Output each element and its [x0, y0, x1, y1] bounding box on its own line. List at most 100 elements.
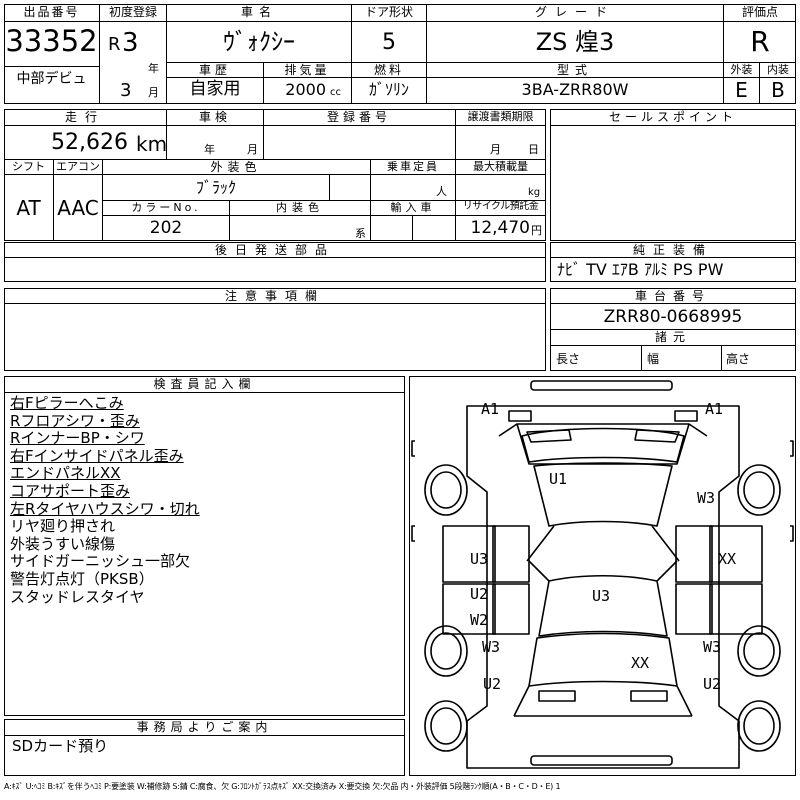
max-load-label: 最大積載量	[473, 160, 528, 173]
chassis-label: 車台番号	[634, 289, 711, 303]
doors: 5	[382, 30, 396, 55]
mark-xx-right: XX	[718, 550, 737, 568]
ac-label: エアコン	[56, 160, 100, 173]
lot-no: 33352	[5, 24, 98, 58]
note-line: 右Fピラーへこみ	[10, 394, 124, 412]
inspection-year-unit: 年	[204, 143, 215, 156]
car-name-label: 車名	[240, 5, 277, 19]
header-table	[4, 4, 796, 104]
mark-a1-right: A1	[705, 400, 724, 418]
shift-label: シフト	[12, 160, 45, 173]
parts-later-box	[4, 242, 546, 282]
caution-box	[4, 288, 546, 371]
height-label: 高さ	[726, 352, 751, 366]
width-label: 幅	[647, 352, 660, 366]
note-line: リヤ廻り押され	[10, 517, 116, 536]
lot-no-label: 出品番号	[23, 5, 80, 19]
note-line: 警告灯点灯（PKSB）	[10, 569, 154, 588]
capacity-label: 乗車定員	[387, 160, 439, 173]
inspector-box	[4, 376, 405, 716]
history-label: 車歴	[198, 63, 231, 77]
caution-label: 注意事項欄	[224, 289, 325, 303]
mark-u2-rear-left: U2	[483, 675, 502, 693]
year-unit: 年	[148, 62, 159, 75]
sales-point-box	[550, 109, 796, 241]
inspector-label: 検査員記入欄	[153, 377, 256, 391]
ext-color-label: 外装色	[210, 160, 262, 174]
note-line: 右Fインサイドパネル歪み	[10, 446, 184, 465]
mileage-unit: km	[136, 132, 168, 156]
reg-no-label: 登録番号	[326, 110, 391, 124]
int-color-label: 内装色	[276, 201, 324, 214]
shift: AT	[16, 196, 41, 220]
length-label: 長さ	[556, 352, 581, 366]
transfer-month-unit: 月	[490, 143, 501, 156]
inspector-notes: 右Fピラーへこみ Rフロアシワ・歪み RインナーBP・シワ 右Fインサイドパネル…	[10, 394, 402, 606]
displacement-unit: cc	[330, 87, 341, 98]
mark-xx-center: XX	[631, 654, 650, 672]
exterior-grade: E	[735, 78, 748, 102]
dims-label: 諸元	[654, 330, 691, 344]
mileage: 52,626	[51, 130, 128, 155]
note-line: 左Rタイヤハウスシワ・切れ	[10, 499, 200, 518]
note-line: Rフロアシワ・歪み	[10, 411, 140, 430]
car-name: ｳﾞｫｸｼｰ	[223, 28, 295, 56]
displacement-label: 排気量	[284, 63, 330, 77]
fuel-label: 燃料	[373, 63, 404, 77]
mark-w3-rear-right: W3	[703, 638, 722, 656]
score: R	[750, 25, 770, 58]
import-label: 輸入車	[390, 201, 436, 214]
note-line: サイドガーニッシュ一部欠	[10, 552, 191, 571]
mark-w2: W2	[470, 611, 489, 629]
era: R	[108, 34, 121, 55]
mark-w3-right: W3	[697, 489, 716, 507]
capacity-unit: 人	[436, 185, 447, 198]
grade-label: グレード	[534, 5, 615, 19]
int-color-unit: 系	[355, 227, 366, 240]
color-no-label: カラーNo.	[131, 201, 201, 214]
recycle-unit: 円	[531, 224, 542, 237]
recycle-fee: 12,470	[470, 218, 530, 238]
note-line: 外装うすい線傷	[10, 534, 116, 553]
month-unit: 月	[148, 86, 159, 99]
transfer-label: 譲渡書類期限	[467, 110, 534, 123]
equipment-label: 純正装備	[632, 243, 713, 257]
reg-year: 3	[122, 28, 139, 58]
note-line: スタッドレスタイヤ	[10, 587, 145, 606]
office-label: 事務局よりご案内	[136, 720, 273, 734]
mark-u2-rear-right: U2	[703, 675, 722, 693]
ac: AAC	[57, 196, 99, 220]
legend: A:ｷｽﾞ U:ﾍｺﾐ B:ｷｽﾞを伴うﾍｺﾐ P:要塗装 W:補修跡 S:錆 …	[4, 782, 561, 791]
transfer-day-unit: 日	[528, 143, 539, 156]
model-code-label: 型式	[556, 63, 593, 77]
note-line: エンドパネルXX	[10, 464, 121, 483]
grade: ZS 煌3	[535, 28, 615, 56]
inspection-label: 車検	[198, 110, 231, 124]
mark-w3-left: W3	[482, 638, 501, 656]
sales-point-label: セールスポイント	[608, 110, 737, 124]
note-line: RインナーBP・シワ	[10, 429, 145, 448]
interior-grade: B	[771, 78, 785, 102]
ext-color: ﾌﾞﾗｯｸ	[195, 178, 236, 197]
max-load-unit: kg	[528, 187, 541, 198]
reg-month: 3	[120, 80, 132, 101]
note-line: コアサポート歪み	[10, 481, 131, 500]
mark-u3-left: U3	[470, 550, 489, 568]
equipment-value: ﾅﾋﾞ TV ｴｱB ｱﾙﾐ PS PW	[557, 260, 724, 279]
office-note: SDカード預り	[12, 737, 109, 755]
parts-later-label: 後日発送部品	[214, 243, 335, 257]
doors-label: ドア形状	[364, 5, 413, 19]
first-reg-label: 初度登録	[108, 5, 157, 19]
inspection-month-unit: 月	[247, 143, 258, 156]
mark-a1-left: A1	[481, 400, 500, 418]
chassis-number: ZRR80-0668995	[603, 307, 743, 327]
color-no: 202	[149, 218, 183, 238]
car-diagram	[411, 380, 794, 769]
exterior-label: 外装	[730, 63, 753, 76]
auction-house: 中部デビュ	[16, 71, 87, 87]
recycle-label: リサイクル預託金	[462, 201, 539, 212]
mileage-label: 走行	[64, 110, 105, 124]
score-label: 評価点	[741, 5, 778, 19]
mark-u3-center: U3	[592, 587, 611, 605]
interior-label: 内装	[767, 63, 789, 76]
